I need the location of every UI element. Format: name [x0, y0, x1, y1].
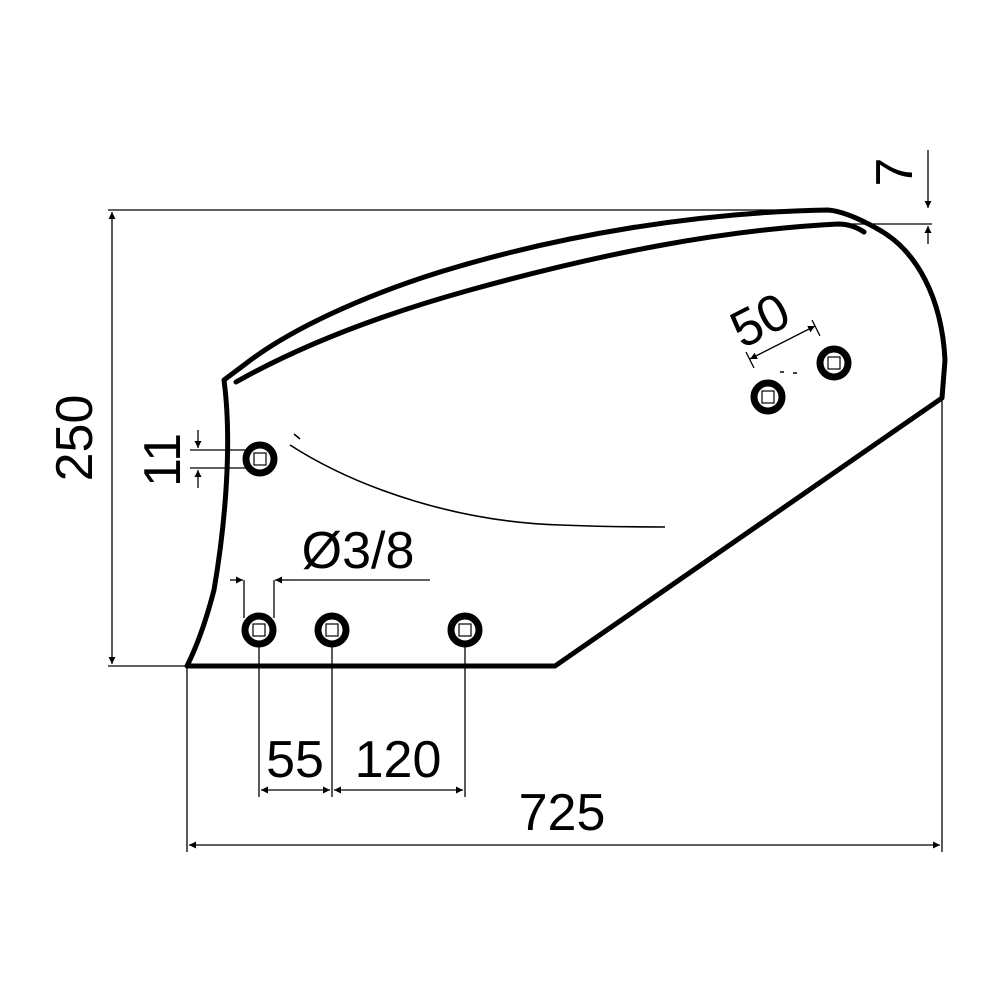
tick-mark-top	[780, 371, 797, 374]
dimension-edge-offset	[830, 150, 932, 244]
hole-left-upper	[242, 441, 278, 477]
share-outline	[184, 207, 948, 669]
label-hole-diameter: Ø3/8	[302, 522, 415, 580]
dimension-top-hole-spacing	[745, 319, 821, 369]
share-wear-line	[289, 444, 666, 528]
label-bottom-hole-spacing-2: 120	[355, 731, 442, 789]
label-hole-offset: 11	[134, 433, 192, 487]
label-overall-length: 725	[519, 784, 606, 842]
hole-bottom-1	[241, 612, 277, 648]
hole-top-left	[750, 379, 786, 415]
dimension-hole-offset	[190, 430, 248, 488]
hole-bottom-3	[447, 612, 483, 648]
label-edge-offset: 7	[866, 158, 924, 187]
label-top-hole-spacing: 50	[721, 282, 799, 360]
dimension-height	[108, 209, 828, 667]
dimension-hole-diameter	[230, 576, 430, 618]
dimension-length	[186, 400, 943, 852]
label-overall-height: 250	[46, 395, 104, 482]
hole-bottom-2	[314, 612, 350, 648]
label-bottom-hole-spacing-1: 55	[266, 731, 324, 789]
tick-mark	[293, 433, 301, 440]
hole-top-right	[816, 345, 852, 381]
dimension-bottom-hole-spacing	[258, 645, 466, 797]
